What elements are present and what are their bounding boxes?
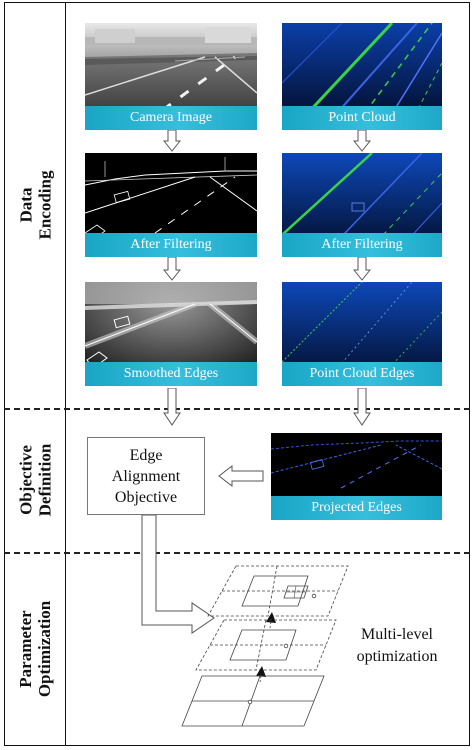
section-divider-2 bbox=[4, 552, 470, 554]
point-cloud-panel: Point Cloud bbox=[282, 23, 442, 130]
section-divider-1 bbox=[4, 408, 470, 410]
bent-arrow-icon bbox=[141, 515, 215, 634]
smoothed-edges-caption: Smoothed Edges bbox=[85, 362, 257, 386]
down-arrow-icon bbox=[353, 130, 371, 152]
section-label-objective-definition: Objective Definition bbox=[16, 443, 55, 517]
multi-level-optimization-label: Multi-level optimization bbox=[356, 626, 438, 665]
cloud-filtered-panel: After Filtering bbox=[282, 153, 442, 257]
multi-level-optimization-diagram bbox=[181, 565, 349, 727]
down-arrow-icon bbox=[353, 388, 371, 426]
camera-filtered-panel: After Filtering bbox=[85, 153, 257, 257]
figure-frame bbox=[4, 2, 470, 746]
down-arrow-icon bbox=[163, 130, 181, 152]
left-arrow-icon bbox=[218, 465, 264, 487]
section-label-data-encoding: Data Encoding bbox=[16, 170, 55, 240]
section-label-parameter-optimization: Parameter Optimization bbox=[16, 600, 54, 698]
projected-edges-panel: Projected Edges bbox=[271, 433, 442, 520]
point-cloud-edges-caption: Point Cloud Edges bbox=[282, 362, 442, 386]
edge-alignment-objective-box: Edge Alignment Objective bbox=[87, 437, 205, 515]
projected-edges-caption: Projected Edges bbox=[271, 496, 442, 520]
point-cloud-caption: Point Cloud bbox=[282, 106, 442, 130]
camera-filtered-caption: After Filtering bbox=[85, 233, 257, 257]
down-arrow-icon bbox=[163, 388, 181, 426]
point-cloud-edges-panel: Point Cloud Edges bbox=[282, 282, 442, 386]
smoothed-edges-panel: Smoothed Edges bbox=[85, 282, 257, 386]
cloud-filtered-caption: After Filtering bbox=[282, 233, 442, 257]
down-arrow-icon bbox=[353, 257, 371, 281]
camera-image-panel: Camera Image bbox=[85, 23, 257, 130]
sidebar-divider bbox=[65, 2, 66, 746]
down-arrow-icon bbox=[163, 257, 181, 281]
camera-image-caption: Camera Image bbox=[85, 106, 257, 130]
